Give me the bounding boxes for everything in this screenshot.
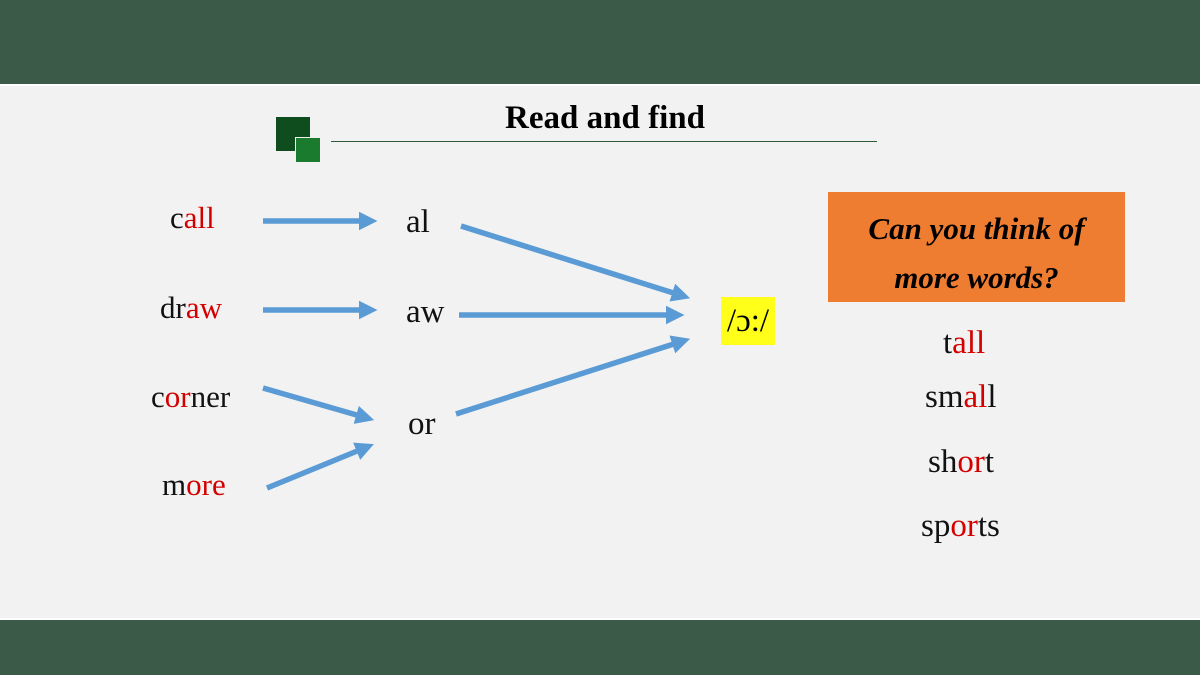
word-sports-highlight: or — [950, 508, 978, 544]
title-square-light — [295, 137, 321, 163]
word-call: call — [170, 200, 215, 236]
word-call-highlight: all — [183, 200, 215, 235]
word-sports-post: ts — [977, 508, 1000, 544]
word-draw: draw — [160, 290, 222, 326]
arrow-or-to-phoneme — [455, 335, 691, 417]
word-draw-highlight: aw — [185, 290, 222, 325]
word-more-pre: m — [162, 467, 187, 502]
bottom-band-rule — [0, 618, 1200, 620]
word-short: short — [928, 444, 994, 481]
spelling-aw: aw — [406, 294, 445, 330]
phoneme-badge: /ɔ:/ — [721, 297, 775, 345]
top-band — [0, 0, 1200, 84]
slide-title: Read and find — [505, 100, 705, 136]
word-short-post: t — [984, 444, 995, 480]
word-short-highlight: or — [957, 444, 985, 480]
word-corner-post: ner — [190, 379, 231, 414]
word-sports-pre: sp — [921, 508, 951, 544]
bottom-band — [0, 620, 1200, 675]
word-corner-pre: c — [151, 379, 165, 414]
word-corner-highlight: or — [164, 379, 191, 414]
word-sports: sports — [921, 508, 1000, 545]
spelling-al: al — [406, 204, 430, 240]
prompt-line-1: Can you think of — [868, 211, 1085, 246]
word-tall: tall — [943, 325, 985, 362]
word-small-pre: sm — [925, 379, 964, 415]
word-small: small — [925, 379, 997, 416]
word-short-pre: sh — [928, 444, 958, 480]
word-tall-pre: t — [943, 325, 953, 361]
arrow-more-to-or — [265, 442, 374, 491]
word-draw-pre: dr — [160, 290, 186, 325]
word-small-highlight: al — [963, 379, 988, 415]
spelling-or: or — [408, 406, 436, 442]
prompt-box: Can you think of more words? — [828, 192, 1125, 302]
word-call-pre: c — [170, 200, 184, 235]
top-band-rule — [0, 84, 1200, 86]
title-underline — [331, 141, 877, 142]
word-more: more — [162, 467, 226, 503]
prompt-line-2: more words? — [894, 260, 1059, 295]
word-more-highlight: ore — [186, 467, 226, 502]
arrow-corner-to-or — [262, 385, 375, 424]
arrow-al-to-phoneme — [460, 223, 691, 302]
word-small-post: l — [987, 379, 997, 415]
word-tall-highlight: all — [952, 325, 986, 361]
word-corner: corner — [151, 379, 230, 415]
